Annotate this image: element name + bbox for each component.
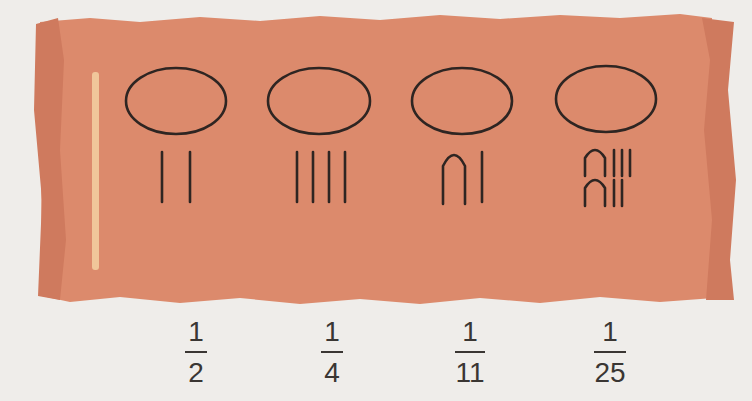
numerator: 1 xyxy=(462,318,478,346)
denominator: 4 xyxy=(324,359,340,387)
scroll-roll-left xyxy=(34,18,66,300)
fraction: 12 xyxy=(185,318,207,387)
fraction-bar xyxy=(185,351,207,353)
denominator: 25 xyxy=(594,359,625,387)
hieroglyphs xyxy=(126,66,656,206)
fraction: 111 xyxy=(455,318,484,387)
scroll-roll-right xyxy=(702,18,736,300)
fraction: 125 xyxy=(594,318,625,387)
numerator: 1 xyxy=(188,318,204,346)
fraction-bar xyxy=(321,351,343,353)
pale-stripe xyxy=(92,72,99,270)
fraction: 14 xyxy=(321,318,343,387)
fraction-bar xyxy=(455,351,484,353)
denominator: 2 xyxy=(188,359,204,387)
denominator: 11 xyxy=(455,359,484,387)
numerator: 1 xyxy=(602,318,618,346)
papyrus-sheet xyxy=(40,14,714,304)
fraction-bar xyxy=(594,351,625,353)
numerator: 1 xyxy=(324,318,340,346)
